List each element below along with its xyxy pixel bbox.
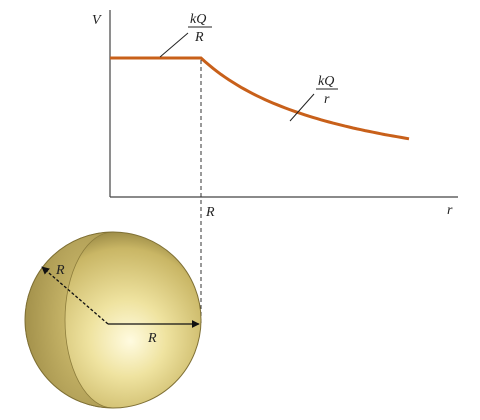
decay-label-numerator: kQ: [318, 74, 334, 89]
potential-curve: [110, 56, 410, 141]
radius-arrow-diagonal: [41, 266, 109, 325]
charged-sphere: R R: [24, 231, 202, 409]
plateau-label-denominator: R: [194, 30, 204, 45]
plateau-label: kQ R: [159, 12, 212, 58]
sphere-outline: [24, 231, 202, 409]
plateau-label-leader: [159, 32, 189, 58]
decay-label: kQ r: [289, 74, 338, 122]
graph: V r R kQ R kQ r: [92, 10, 458, 220]
tick-label-R: R: [205, 205, 215, 220]
x-axis-label: r: [447, 203, 453, 218]
radius-label-horizontal: R: [147, 331, 157, 346]
y-axis-label: V: [92, 13, 102, 28]
plateau-label-numerator: kQ: [190, 12, 206, 27]
decay-label-denominator: r: [324, 92, 330, 107]
radius-label-diagonal: R: [55, 263, 65, 278]
decay-label-leader: [289, 93, 315, 122]
